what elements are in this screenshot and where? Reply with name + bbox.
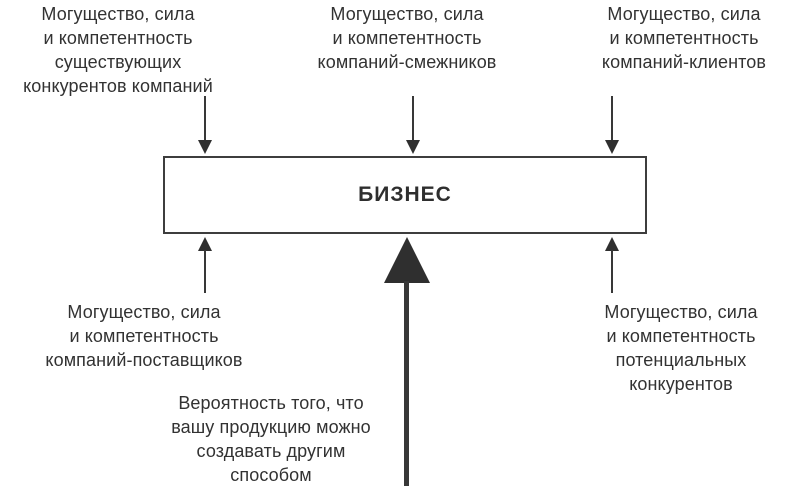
factor-potential-competitors-label: Могущество, сила и компетентность потенц… <box>604 302 758 394</box>
factor-client-companies-label: Могущество, сила и компетентность компан… <box>601 4 767 72</box>
arrow-shaft <box>204 250 206 293</box>
arrow-head-down-icon <box>406 140 420 154</box>
arrow-shaft <box>611 96 613 142</box>
arrow-shaft <box>204 96 206 142</box>
business-box: БИЗНЕС <box>163 156 647 234</box>
factor-adjacent-companies-label: Могущество, сила и компетентность компан… <box>317 4 497 72</box>
arrow-head-down-icon <box>605 140 619 154</box>
factor-existing-competitors-label: Могущество, сила и компетентность сущест… <box>23 4 213 96</box>
big-arrow-head-up-icon <box>384 237 430 283</box>
arrow-shaft <box>611 250 613 293</box>
arrow-head-down-icon <box>198 140 212 154</box>
business-box-label: БИЗНЕС <box>358 183 452 206</box>
big-arrow-shaft <box>404 281 409 486</box>
arrow-shaft <box>412 96 414 142</box>
arrow-head-up-icon <box>198 237 212 251</box>
factor-substitute-probability-label: Вероятность того, что вашу продукцию мож… <box>171 393 371 485</box>
factor-supplier-companies-label: Могущество, сила и компетентность компан… <box>45 302 243 370</box>
arrow-head-up-icon <box>605 237 619 251</box>
